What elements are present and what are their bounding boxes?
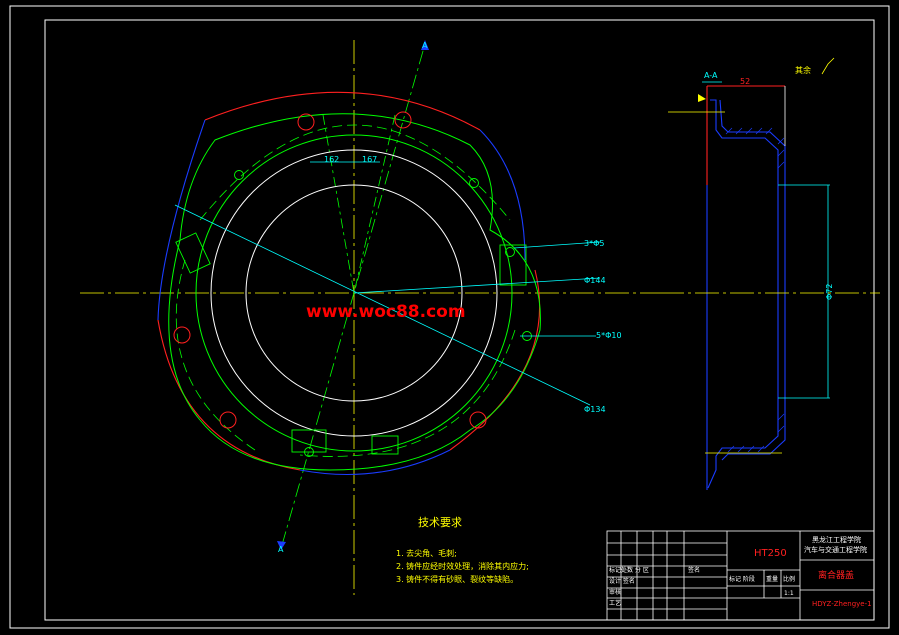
tb-row-label-3: 审核 [609,588,621,596]
tb-school: 黑龙江工程学院 [812,535,861,544]
ring-outer [195,134,513,452]
ring-middle [210,149,498,437]
ring-inner [245,184,463,402]
tb-part-name: 离合器盖 [818,569,854,581]
outer-frame [9,5,890,629]
dim-line-134 [174,204,591,406]
tb-scale: 1:1 [784,590,794,597]
tb-dept: 汽车与交通工程学院 [804,545,867,554]
leader-3-holes [513,241,601,249]
outer-profile-lower-right [449,269,541,451]
bolt-circle-left [175,259,256,451]
section-profile-inner [719,99,786,461]
bolt-hole-4 [219,411,237,429]
tb-row-label-4: 工艺 [609,599,621,607]
section-mark-bottom: A [278,545,284,554]
tb-row-label-2: 设计 签名 [609,577,635,585]
outer-profile-bottom [299,449,451,476]
dim-phi134: Φ134 [584,405,606,414]
flange-outline [168,113,541,471]
roughness-symbol [821,57,835,75]
watermark: www.woc88.com [306,302,466,322]
tb-material: HT250 [754,548,787,559]
angle-line-right [353,114,396,294]
bolt-hole-1 [297,113,315,131]
small-hole-3 [505,247,515,257]
dim-phi144: Φ144 [584,276,606,285]
section-hatching [725,127,785,453]
tb-scale-label: 比例 [783,575,795,583]
roughness-note: 其余 [795,65,811,75]
dim-line-144 [353,277,601,294]
tb-stage-label: 标记 阶段 [729,575,755,583]
bolt-circle-top [199,124,511,221]
dim-167: 167 [362,155,377,164]
weld-symbol [698,94,706,102]
bolt-hole-3 [173,326,191,344]
angle-line-left [322,114,355,294]
section-arrow-bottom [277,541,286,550]
section-mark-top: A [422,41,428,50]
bolt-hole-5 [469,411,487,429]
boss-left [175,232,211,274]
tech-item-1: 1. 去尖角、毛刺; [396,548,457,558]
tech-heading: 技术要求 [418,516,462,529]
dim-3-holes: 3*Φ5 [584,239,604,248]
tech-item-2: 2. 铸件应经时效处理，消除其内应力; [396,561,529,571]
outer-profile-top [204,91,481,131]
tb-row-label-1: 标记处数 分 区 [609,566,649,574]
small-hole-1 [234,170,244,180]
outer-profile-left [157,119,206,321]
boss-bottom [291,429,327,453]
dim-162: 162 [324,155,339,164]
title-block-frame [606,530,875,621]
title-block [606,530,875,621]
dim-phi72: Φ72 [825,284,834,300]
tech-requirements: 技术要求 1. 去尖角、毛刺; 2. 铸件应经时效处理，消除其内应力; 3. 铸… [396,516,529,584]
tb-weight-label: 重量 [766,575,778,583]
section-cut-line [281,43,426,546]
section-arrow-top [421,40,429,50]
title-block-text: HT250 黑龙江工程学院 汽车与交通工程学院 离合器盖 签名 标记处数 分 区… [609,535,872,608]
section-profile-outer [707,99,779,489]
section-view: A-A 其余 52 Φ72 [660,57,880,490]
tb-drawing-number: HDYZ-Zhengye-1 [812,600,872,608]
inner-frame [44,19,875,621]
tech-item-3: 3. 铸件不得有砂眼、裂纹等缺陷。 [396,574,518,584]
dim-5-holes: 5*Φ10 [596,331,622,340]
front-view: 162 167 3*Φ5 Φ144 5*Φ10 Φ134 A A www.woc… [80,40,660,595]
outer-profile-right [479,129,526,261]
dim-52: 52 [740,77,750,86]
small-hole-5 [304,447,314,457]
bolt-circle-right [299,329,516,457]
bolt-hole-2 [394,111,412,129]
boss-bottom-2 [371,435,399,455]
tb-sign-label: 签名 [688,566,700,574]
boss-right [499,244,527,286]
small-hole-2 [469,178,479,188]
section-label: A-A [704,71,718,80]
